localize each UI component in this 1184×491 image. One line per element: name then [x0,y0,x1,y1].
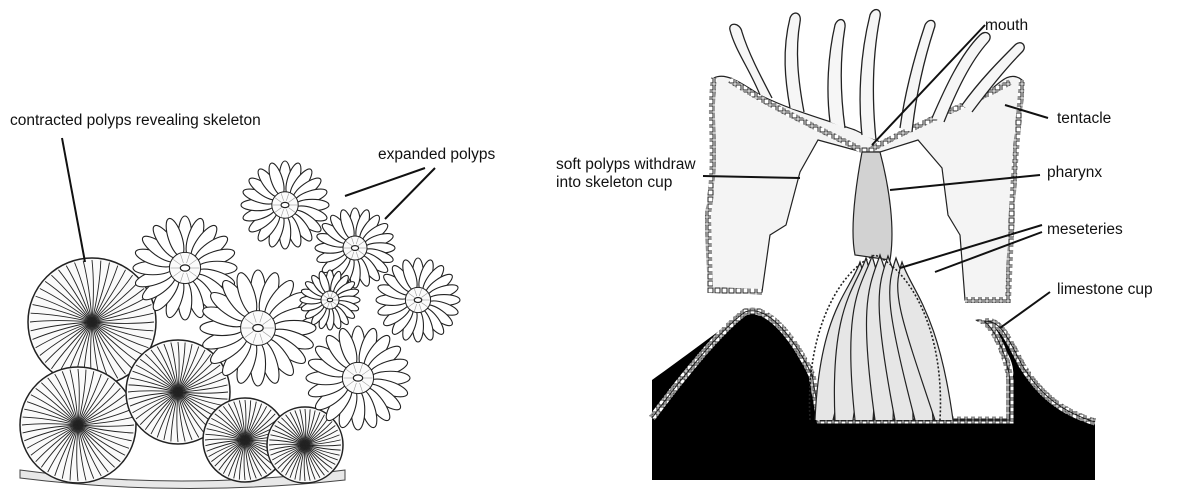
label-meseteries: meseteries [1047,221,1123,238]
label-pharynx: pharynx [1047,164,1102,181]
label-mouth: mouth [985,17,1028,34]
contracted-polyp [20,367,136,483]
expanded-polyp [376,258,460,342]
label-soft-polyps-line1: soft polyps withdraw [556,156,696,173]
label-soft-polyps-line2: into skeleton cup [556,174,672,191]
tentacle [900,20,935,132]
label-expanded-polyps: expanded polyps [378,146,495,163]
tentacle [785,13,804,112]
pharynx [853,152,892,260]
tentacle [828,20,845,128]
label-limestone-cup: limestone cup [1057,281,1153,298]
tentacle [860,10,880,140]
polyp-cross-section [652,10,1095,480]
mesenteries [810,255,953,420]
expanded-leader-2 [385,168,435,219]
label-contracted-polyps: contracted polyps revealing skeleton [10,112,261,129]
label-tentacle: tentacle [1057,110,1111,127]
expanded-polyp [241,161,329,249]
contracted-leader [62,138,85,262]
